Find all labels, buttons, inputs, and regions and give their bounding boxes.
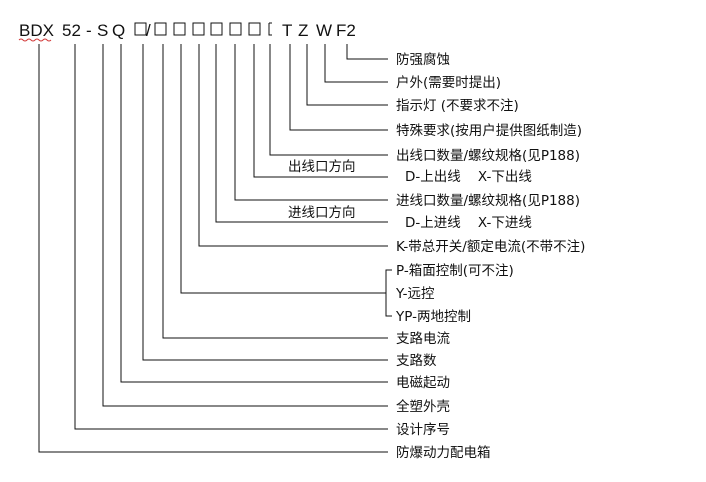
labels: 防强腐蚀 户外(需要时提出) 指示灯 (不要求不注) 特殊要求(按用户提供图纸制…	[288, 52, 585, 461]
leader-in-qty	[234, 44, 388, 201]
label-s: 全塑外壳	[396, 398, 450, 415]
label-w: 户外(需要时提出)	[396, 74, 501, 91]
placeholder-box-out-qty	[268, 22, 272, 36]
leader-in-dir	[215, 44, 388, 223]
leader-w	[324, 44, 388, 83]
label-f2: 防强腐蚀	[396, 52, 450, 68]
leader-f2	[346, 44, 388, 60]
leader-prefix	[38, 44, 388, 453]
label-k: K-带总开关/额定电流(不带不注)	[396, 239, 585, 255]
label-out-dir: 出线口方向	[288, 159, 356, 175]
leader-digits	[74, 44, 388, 430]
leader-out-dir	[253, 44, 388, 178]
leader-branch-count	[142, 44, 388, 361]
label-in-dir-options: D-上进线 X-下进线	[405, 215, 532, 231]
code-f2: F2	[336, 21, 356, 40]
code-t: T	[282, 21, 292, 40]
label-q: 电磁起动	[396, 375, 450, 391]
code-digits: 52	[62, 21, 81, 40]
label-in-dir: 进线口方向	[288, 205, 356, 221]
placeholder-box-out-dir	[248, 22, 261, 36]
model-code: BDX 52 - S Q / T Z W F2	[18, 21, 356, 42]
label-digits: 设计序号	[396, 422, 450, 438]
label-in-qty: 进线口数量/螺纹规格(见P188)	[396, 193, 580, 209]
leader-t	[289, 44, 388, 131]
label-t: 特殊要求(按用户提供图纸制造)	[396, 122, 582, 139]
code-z: Z	[298, 21, 308, 40]
leader-branch-current	[162, 44, 388, 339]
code-w: W	[316, 21, 332, 40]
label-control-y: Y-远控	[395, 286, 435, 302]
leader-out-qty	[269, 44, 388, 156]
placeholder-box-main-switch	[192, 22, 205, 36]
control-bracket	[385, 269, 392, 317]
placeholder-box-branch-current	[134, 22, 147, 36]
placeholder-box-in-dir	[210, 22, 223, 36]
code-dash: -	[86, 21, 92, 40]
leader-s	[102, 44, 388, 407]
placeholder-box-branch-count	[154, 22, 167, 36]
label-out-dir-options: D-上出线 X-下出线	[405, 169, 532, 185]
code-q: Q	[112, 21, 125, 40]
placeholder-box-in-qty	[229, 22, 242, 36]
placeholder-box-control	[173, 22, 186, 36]
leader-k	[198, 44, 388, 247]
code-prefix: BDX	[19, 21, 54, 40]
leader-lines	[38, 44, 392, 453]
label-branch-count: 支路数	[396, 353, 437, 369]
label-z: 指示灯 (不要求不注)	[396, 98, 519, 114]
leader-z	[306, 44, 388, 106]
label-control-p: P-箱面控制(可不注)	[396, 263, 514, 279]
label-prefix: 防爆动力配电箱	[396, 445, 491, 461]
label-branch-current: 支路电流	[396, 331, 450, 347]
code-s: S	[97, 21, 108, 40]
spellcheck-underline	[18, 38, 52, 42]
leader-control	[180, 44, 386, 294]
code-slash: /	[146, 21, 151, 40]
leader-q	[120, 44, 388, 383]
label-control-yp: YP-两地控制	[395, 309, 471, 325]
label-out-qty: 出线口数量/螺纹规格(见P188)	[396, 148, 580, 164]
